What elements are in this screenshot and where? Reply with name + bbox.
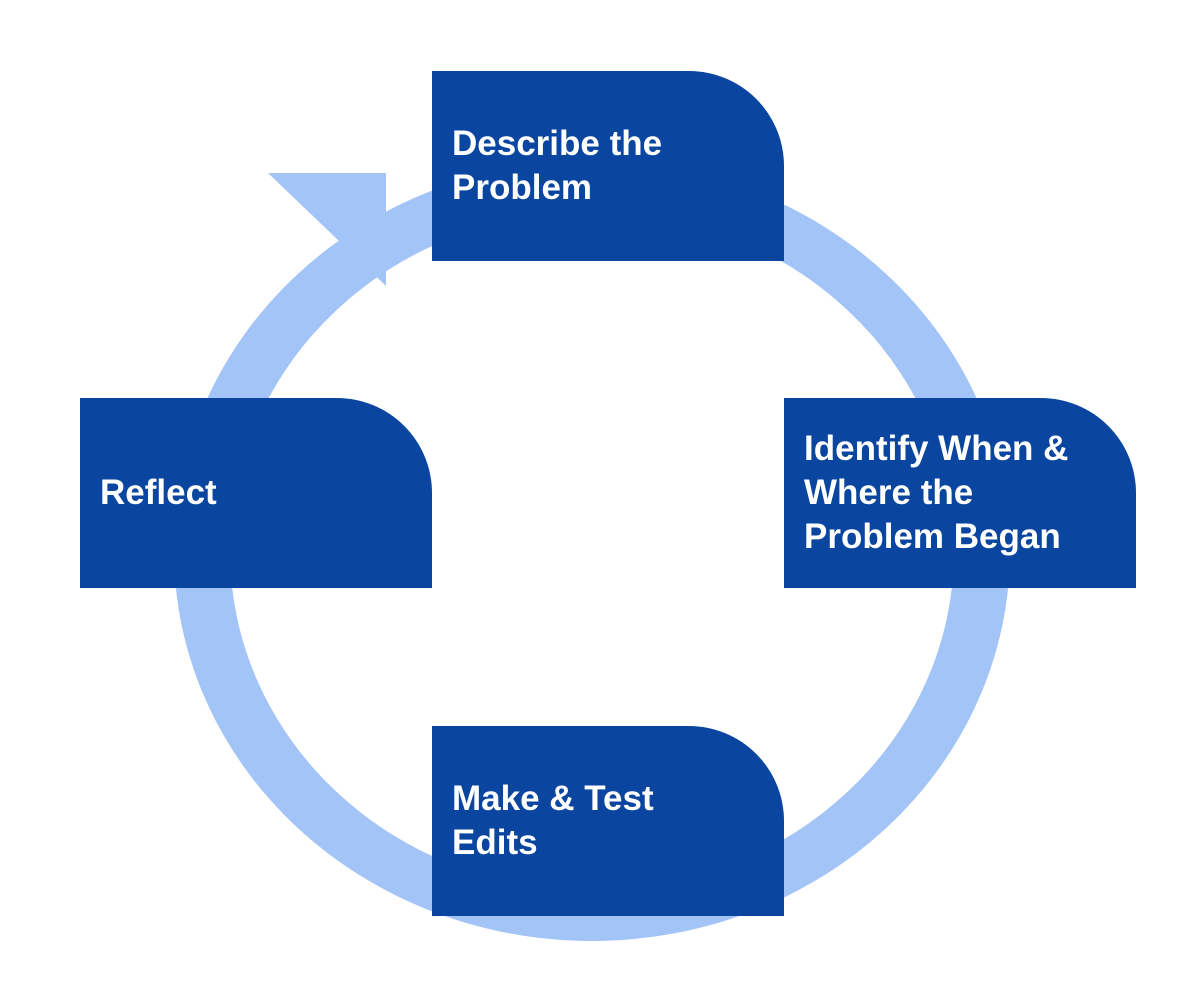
step-label: Describe the Problem: [452, 124, 663, 207]
step-label: Make & Test Edits: [452, 779, 654, 862]
step-make-and-test-edits: Make & Test Edits: [432, 726, 784, 916]
step-label: Reflect: [100, 473, 217, 512]
step-identify-when-where: Identify When & Where the Problem Began: [784, 398, 1136, 588]
step-label: Identify When & Where the Problem Began: [804, 429, 1069, 556]
cycle-arrowhead: [268, 173, 386, 286]
step-reflect: Reflect: [80, 398, 432, 588]
step-describe-the-problem: Describe the Problem: [432, 71, 784, 261]
